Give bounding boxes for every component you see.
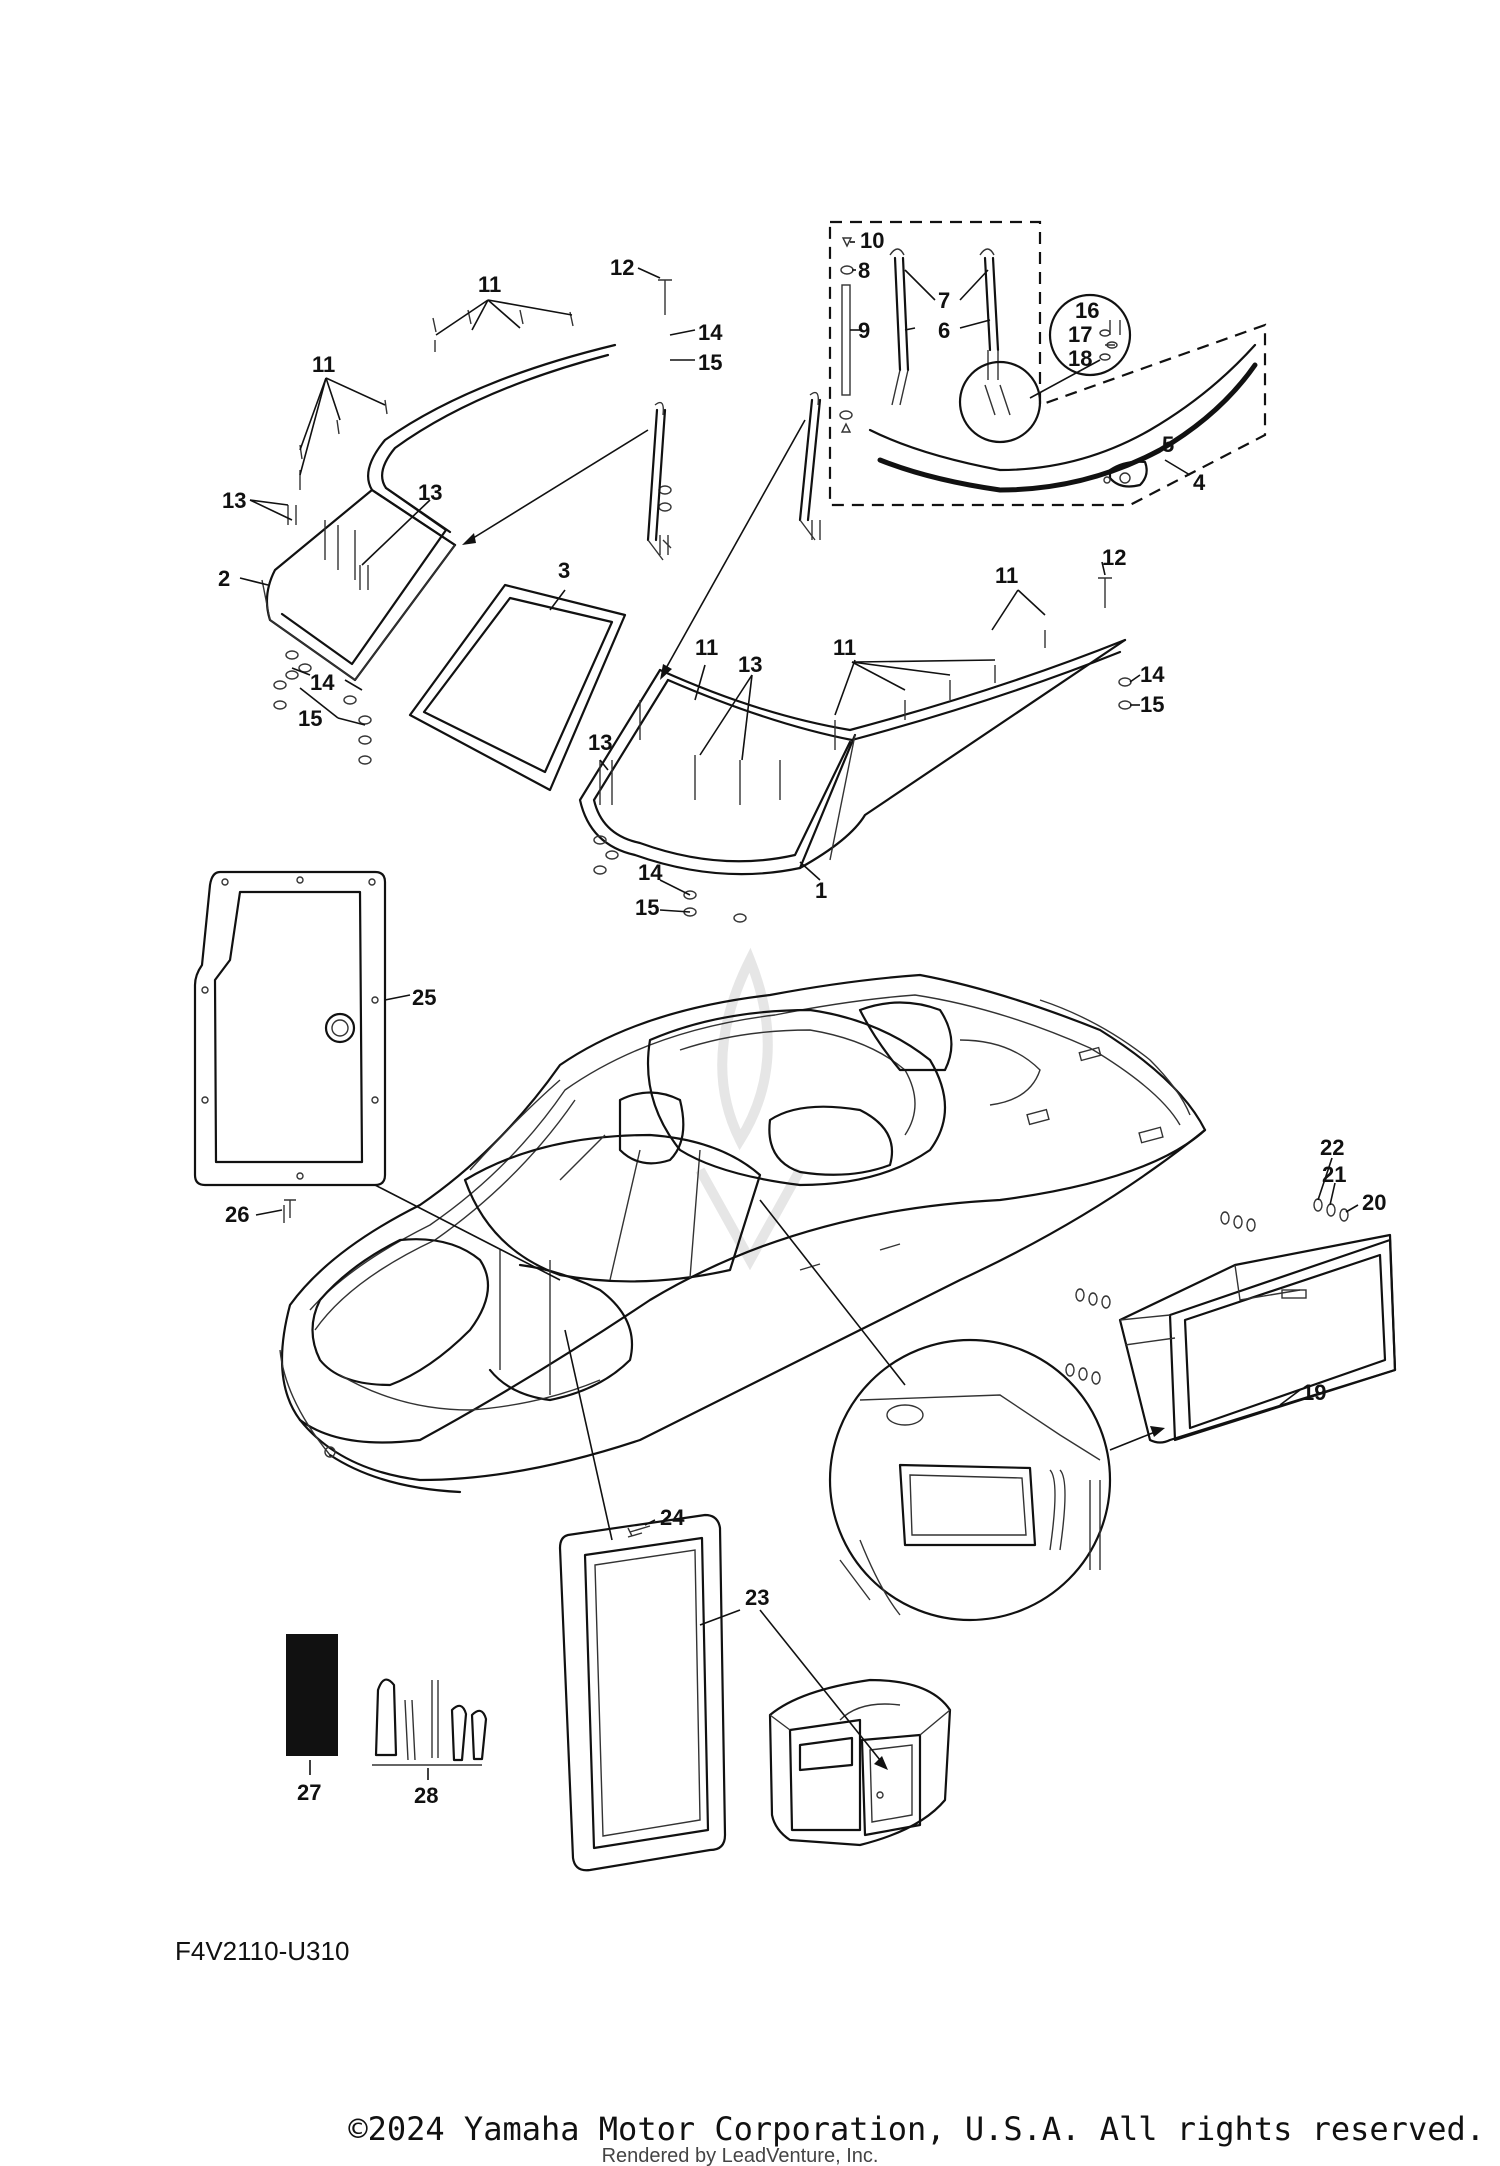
copyright-notice: ©2024 Yamaha Motor Corporation, U.S.A. A… — [348, 2110, 1485, 2148]
bolts-12 — [658, 279, 1112, 608]
callout-15: 15 — [298, 706, 322, 731]
callout-13: 13 — [588, 730, 612, 755]
leader-lines — [239, 241, 1359, 1780]
callout-8: 8 — [858, 258, 870, 283]
callout-15: 15 — [698, 350, 722, 375]
center-windshield-panel — [408, 583, 627, 792]
callout-14: 14 — [698, 320, 723, 345]
left-screws — [299, 309, 574, 580]
callout-14: 14 — [638, 860, 663, 885]
right-windshield — [578, 638, 1127, 876]
dashed-assembly-box — [828, 220, 1267, 507]
callout-22: 22 — [1320, 1135, 1344, 1160]
callout-4: 4 — [1193, 470, 1206, 495]
callout-5: 5 — [1162, 432, 1174, 457]
console-cabinet — [768, 1678, 952, 1847]
detail-callout-circle — [828, 1338, 1112, 1622]
cabinet-door-frame — [558, 1513, 727, 1872]
callout-11: 11 — [833, 635, 856, 660]
callout-6: 6 — [938, 318, 950, 343]
callout-25: 25 — [412, 985, 436, 1010]
callout-15: 15 — [1140, 692, 1164, 717]
callout-21: 21 — [1322, 1162, 1346, 1187]
left-windshield — [261, 343, 617, 682]
callout-20: 20 — [1362, 1190, 1386, 1215]
callout-11: 11 — [695, 635, 718, 660]
windshield-struts — [646, 391, 822, 561]
black-decal-strip — [286, 1634, 338, 1756]
callout-1: 1 — [815, 878, 827, 903]
callout-2: 2 — [218, 566, 230, 591]
callout-28: 28 — [414, 1783, 438, 1808]
callout-7: 7 — [938, 288, 950, 313]
boat-hull — [279, 973, 1207, 1494]
callout-10: 10 — [860, 228, 884, 253]
callout-15: 15 — [635, 895, 659, 920]
callout-23: 23 — [745, 1585, 769, 1610]
callout-13: 13 — [418, 480, 442, 505]
callout-17: 17 — [1068, 322, 1092, 347]
callout-27: 27 — [297, 1780, 321, 1805]
callout-26: 26 — [225, 1202, 249, 1227]
screws-24-26 — [283, 1205, 651, 1537]
callout-12: 12 — [610, 255, 634, 280]
callout-labels: 11 11 12 14 15 13 13 2 3 14 15 10 8 9 7 … — [218, 228, 1386, 1808]
tool-kit — [372, 1678, 488, 1766]
callout-24: 24 — [660, 1505, 685, 1530]
callout-11: 11 — [478, 272, 501, 297]
callout-12: 12 — [1102, 545, 1126, 570]
callout-13: 13 — [222, 488, 246, 513]
callout-14: 14 — [310, 670, 335, 695]
right-washers — [593, 485, 1132, 923]
rendered-by-note: Rendered by LeadVenture, Inc. — [602, 2145, 879, 2166]
callout-3: 3 — [558, 558, 570, 583]
callout-18: 18 — [1068, 346, 1092, 371]
callout-14: 14 — [1140, 662, 1165, 687]
door-gasket — [193, 870, 387, 1218]
callout-9: 9 — [858, 318, 870, 343]
callout-11: 11 — [995, 563, 1018, 588]
diagram-code: F4V2110-U310 — [175, 1936, 349, 1966]
right-screws — [599, 630, 1046, 805]
callout-13: 13 — [738, 652, 762, 677]
callout-11: 11 — [312, 352, 335, 377]
storage-compartment — [1065, 1198, 1397, 1444]
watermark-logo — [695, 947, 805, 1271]
callout-16: 16 — [1075, 298, 1099, 323]
callout-19: 19 — [1302, 1380, 1326, 1405]
arrows — [462, 419, 806, 680]
left-washers — [273, 505, 372, 765]
